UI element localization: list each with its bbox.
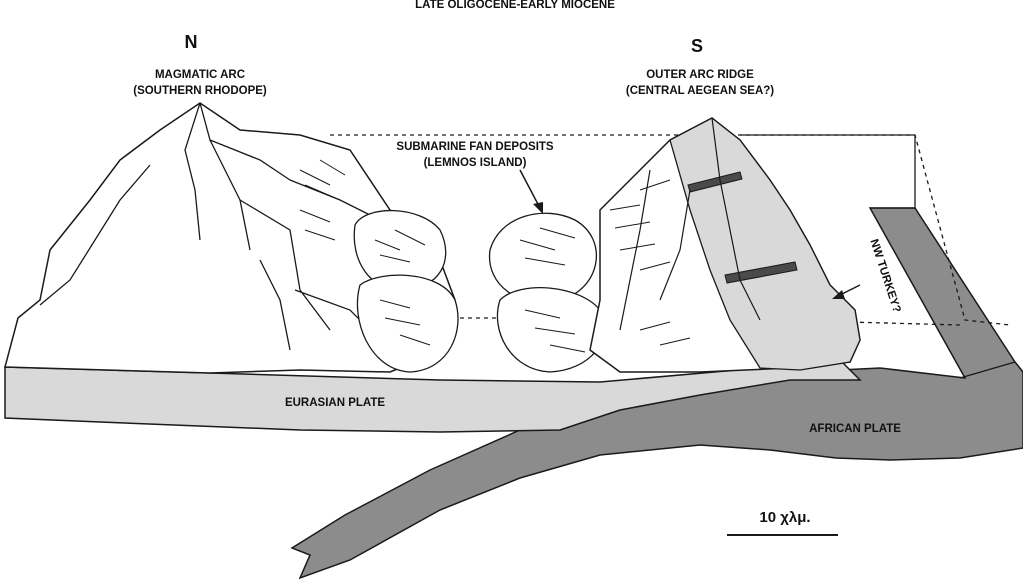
fan-hatch-center [519,227,586,353]
fan-pointer-head [533,202,543,214]
fan-hatch-left [299,159,431,346]
fan-lobe-center-1 [488,212,598,303]
dark-band-upper [687,171,743,193]
south-label: S [690,36,703,56]
north-label: N [184,32,198,52]
african-plate-label: AFRICAN PLATE [809,423,901,435]
nw-turkey-arrow-head [832,290,845,299]
fan-label-line2: (LEMNOS ISLAND) [423,157,527,169]
eurasian-plate-label: EURASIAN PLATE [284,397,386,409]
magmatic-arc-label-line2: (SOUTHERN RHODOPE) [133,85,267,97]
dark-band-lower [724,261,798,284]
right-block-bottom [959,361,1016,379]
fan-pointer-arrow [519,169,541,209]
back-edge-dotted [330,134,1011,326]
eurasian-plate-face [4,361,862,433]
diagram-title: LATE OLIGOCENE-EARLY MIOCENE [415,0,615,11]
outer-arc-hatch [609,179,691,346]
fan-lobe-center-2 [496,287,606,373]
scale-bar-label: 10 χλμ. [759,509,811,526]
magmatic-arc-label-line1: MAGMATIC ARC [154,69,246,81]
fan-lobe-left-2 [356,274,459,373]
fan-label-line1: SUBMARINE FAN DEPOSITS [396,141,554,153]
outer-arc-label-line2: (CENTRAL AEGEAN SEA?) [625,85,775,97]
right-block-edge [740,134,916,209]
fan-lobe-left-1 [353,209,447,291]
outer-arc-ridges [619,117,761,331]
outer-arc-label-line1: OUTER ARC RIDGE [646,69,754,81]
